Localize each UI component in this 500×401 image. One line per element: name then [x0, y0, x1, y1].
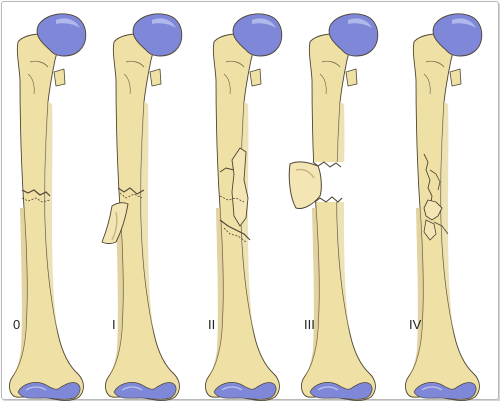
- grade-0-label: 0: [13, 317, 21, 332]
- grade-1-label: I: [112, 317, 116, 332]
- grade-3-label: III: [304, 317, 315, 332]
- femur-grade-1: [101, 13, 183, 401]
- femur-grade-4: [404, 13, 483, 401]
- grade-4-label: IV: [409, 317, 422, 332]
- grade-2-label: II: [208, 317, 216, 332]
- femur-grade-2: [204, 13, 283, 401]
- femur-grade-3: [288, 13, 379, 401]
- femur-grade-0: [8, 13, 87, 401]
